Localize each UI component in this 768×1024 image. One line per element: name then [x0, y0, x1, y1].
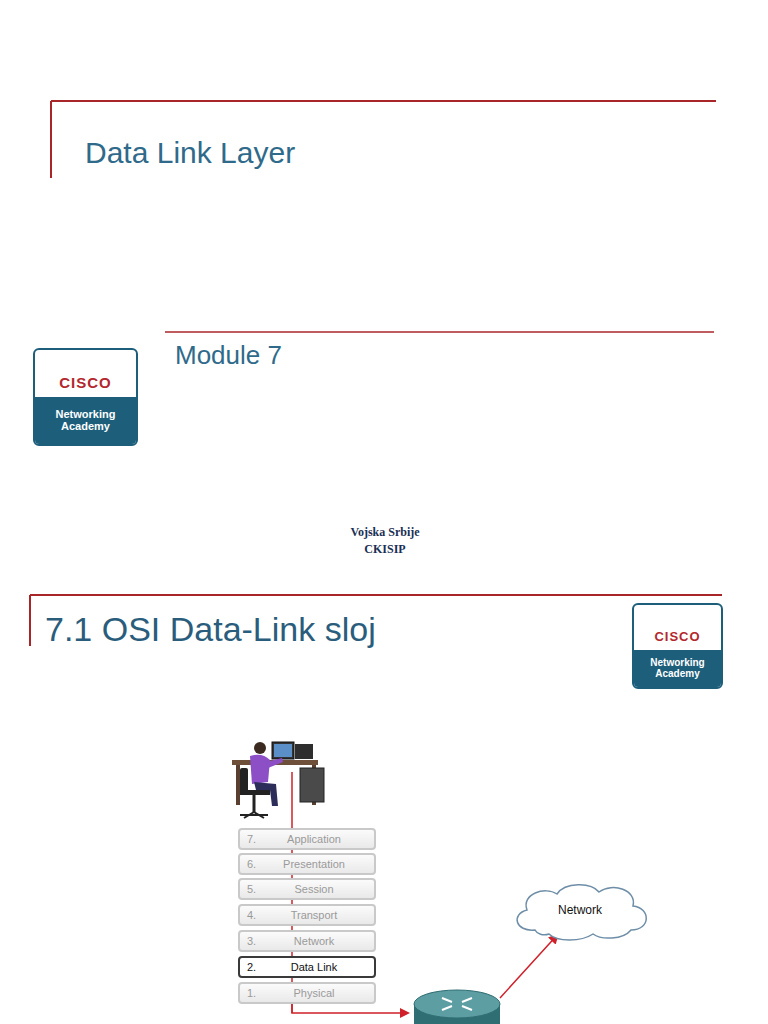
osi-layer-box: 3.Network	[238, 930, 376, 952]
cloud-label: Network	[558, 903, 602, 917]
layer-number: 6.	[247, 858, 256, 870]
brand-subtitle: Networking Academy	[634, 650, 721, 687]
router-icon	[414, 990, 500, 1024]
layer-number: 1.	[247, 987, 256, 999]
layer-name: Network	[240, 935, 374, 947]
title-rule	[51, 100, 716, 102]
brand-name: CISCO	[35, 350, 136, 397]
cisco-bars	[57, 357, 702, 623]
layer-number: 5.	[247, 883, 256, 895]
osi-layer-box: 2.Data Link	[238, 956, 376, 978]
layer-number: 2.	[247, 961, 256, 973]
title-rule	[50, 101, 52, 178]
logo-badge: CISCONetworking Academy	[632, 603, 723, 689]
logo-badge: CISCONetworking Academy	[33, 348, 138, 446]
layer-name: Application	[240, 833, 374, 845]
layer-number: 3.	[247, 935, 256, 947]
layer-name: Presentation	[240, 858, 374, 870]
slide-title: Data Link Layer	[85, 136, 295, 170]
title-rule	[29, 595, 31, 646]
title-rule	[30, 594, 722, 596]
module-label: Module 7	[175, 340, 282, 371]
osi-layer-box: 1.Physical	[238, 982, 376, 1004]
layer-name: Transport	[240, 909, 374, 921]
layer-name: Physical	[240, 987, 374, 999]
layer-name: Session	[240, 883, 374, 895]
osi-layer-box: 7.Application	[238, 828, 376, 850]
layer-number: 7.	[247, 833, 256, 845]
brand-name: CISCO	[634, 605, 721, 650]
slide-title: 7.1 OSI Data-Link sloj	[45, 610, 376, 649]
org-label: CKISIP	[364, 542, 405, 557]
network-cloud: Network	[505, 878, 655, 942]
layer-name: Data Link	[240, 961, 374, 973]
osi-layer-box: 5.Session	[238, 878, 376, 900]
module-rule	[165, 331, 714, 333]
arrow-head	[400, 1008, 410, 1018]
org-label: Vojska Srbije	[350, 525, 419, 540]
osi-layer-box: 6.Presentation	[238, 853, 376, 875]
brand-subtitle: Networking Academy	[35, 397, 136, 444]
user-illustration	[232, 742, 324, 818]
osi-layer-box: 4.Transport	[238, 904, 376, 926]
layer-number: 4.	[247, 909, 256, 921]
